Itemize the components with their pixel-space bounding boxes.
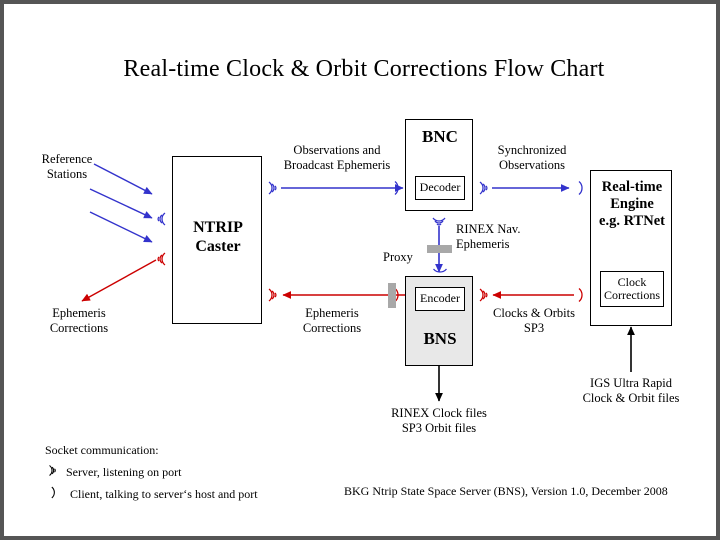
client-socket-icon-engine-left-blue <box>576 179 586 197</box>
clock-corrections-label: Clock Corrections <box>604 274 660 302</box>
server-socket-icon-bnc-right <box>475 179 491 197</box>
legend-server-label: Server, listening on port <box>66 464 182 479</box>
client-socket-icon-bnc-left <box>392 179 402 197</box>
ntrip-caster-label: NTRIP Caster <box>193 219 243 255</box>
label-igs-ultra-rapid: IGS Ultra Rapid Clock & Orbit files <box>582 376 680 406</box>
realtime-engine-label: Real-time Engine e.g. RTNet <box>599 179 665 230</box>
legend-server-line: Server, listening on port <box>45 463 345 481</box>
label-observations-broadcast: Observations and Broadcast Ephemeris <box>283 143 391 173</box>
bnc-decoder-label: Decoder <box>419 180 461 195</box>
legend-heading: Socket communication: <box>45 443 159 457</box>
node-realtime-engine[interactable]: Real-time Engine e.g. RTNet Clock Correc… <box>590 170 672 326</box>
client-socket-icon <box>45 485 65 503</box>
legend-client-label: Client, talking to server‘s host and por… <box>70 486 258 501</box>
clock-corrections-subbox[interactable]: Clock Corrections <box>600 271 664 307</box>
server-socket-icon-caster-left-blue <box>154 210 170 228</box>
node-bnc[interactable]: BNC Decoder <box>405 119 473 211</box>
server-socket-icon-bns-right <box>475 286 491 304</box>
label-proxy: Proxy <box>383 250 413 264</box>
proxy-bar-horizontal <box>388 283 396 308</box>
arrow-ephemeris-corrections-left <box>81 259 157 302</box>
bnc-decoder-subbox[interactable]: Decoder <box>415 176 465 200</box>
client-socket-icon-bns-top <box>431 266 449 276</box>
server-socket-icon <box>45 463 61 481</box>
client-socket-icon-engine-left-red <box>576 286 586 304</box>
server-socket-icon-caster-left-red <box>154 250 170 268</box>
node-ntrip-caster[interactable]: NTRIP Caster <box>172 156 262 324</box>
server-socket-icon-caster-right-red <box>264 286 280 304</box>
label-rinex-clock-sp3-files: RINEX Clock files SP3 Orbit files <box>391 406 487 436</box>
label-clocks-orbits-sp3: Clocks & Orbits SP3 <box>493 306 575 336</box>
legend-client-line: Client, talking to server‘s host and por… <box>45 485 345 503</box>
label-ephemeris-corrections-mid: Ephemeris Corrections <box>302 306 362 336</box>
server-socket-icon-bnc-bottom <box>430 213 448 229</box>
footer-note: BKG Ntrip State Space Server (BNS), Vers… <box>344 484 668 498</box>
label-rinex-nav-ephemeris: RINEX Nav. Ephemeris <box>456 222 521 252</box>
proxy-bar-vertical <box>427 245 452 253</box>
label-ephemeris-corrections-left: Ephemeris Corrections <box>49 306 109 336</box>
bns-encoder-subbox[interactable]: Encoder <box>415 287 465 311</box>
legend: Socket communication: Server, listening … <box>45 443 345 504</box>
node-bns[interactable]: Encoder BNS <box>405 276 473 366</box>
bns-encoder-label: Encoder <box>420 291 460 306</box>
bns-label: BNS <box>423 329 457 348</box>
label-reference-stations: Reference Stations <box>41 152 93 182</box>
bnc-label: BNC <box>422 127 458 146</box>
label-synchronized-observations: Synchronized Observations <box>497 143 567 173</box>
page-title: Real-time Clock & Orbit Corrections Flow… <box>123 56 605 82</box>
legend-heading-line: Socket communication: <box>45 443 345 457</box>
server-socket-icon-caster-right-blue <box>264 179 280 197</box>
